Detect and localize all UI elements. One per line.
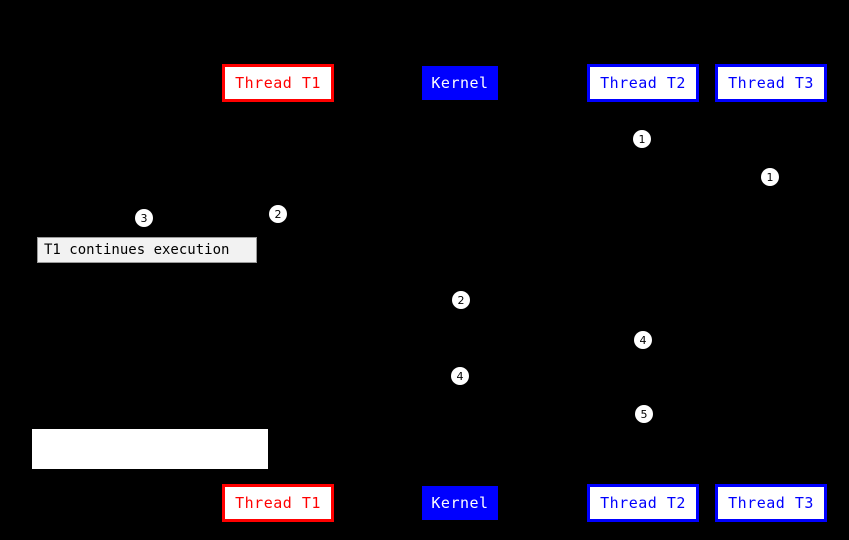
step-badge: 1 — [761, 168, 779, 186]
lifeline-top-box-1: Thread T1 — [222, 64, 334, 102]
lifeline-top-box-4: Thread T3 — [715, 64, 827, 102]
step-badge: 2 — [269, 205, 287, 223]
blank-box — [32, 429, 268, 469]
step-badge: 2 — [452, 291, 470, 309]
lifeline-top-box-3: Thread T2 — [587, 64, 699, 102]
step-badge: 4 — [634, 331, 652, 349]
lifeline-bottom-box-4: Thread T3 — [715, 484, 827, 522]
step-badge: 1 — [633, 130, 651, 148]
step-badge: 3 — [135, 209, 153, 227]
lifeline-bottom-box-1: Thread T1 — [222, 484, 334, 522]
note-box: T1 continues execution — [37, 237, 257, 263]
step-badge: 4 — [451, 367, 469, 385]
step-badge: 5 — [635, 405, 653, 423]
lifeline-bottom-box-2: Kernel — [422, 486, 498, 520]
lifeline-bottom-box-3: Thread T2 — [587, 484, 699, 522]
lifeline-top-box-2: Kernel — [422, 66, 498, 100]
